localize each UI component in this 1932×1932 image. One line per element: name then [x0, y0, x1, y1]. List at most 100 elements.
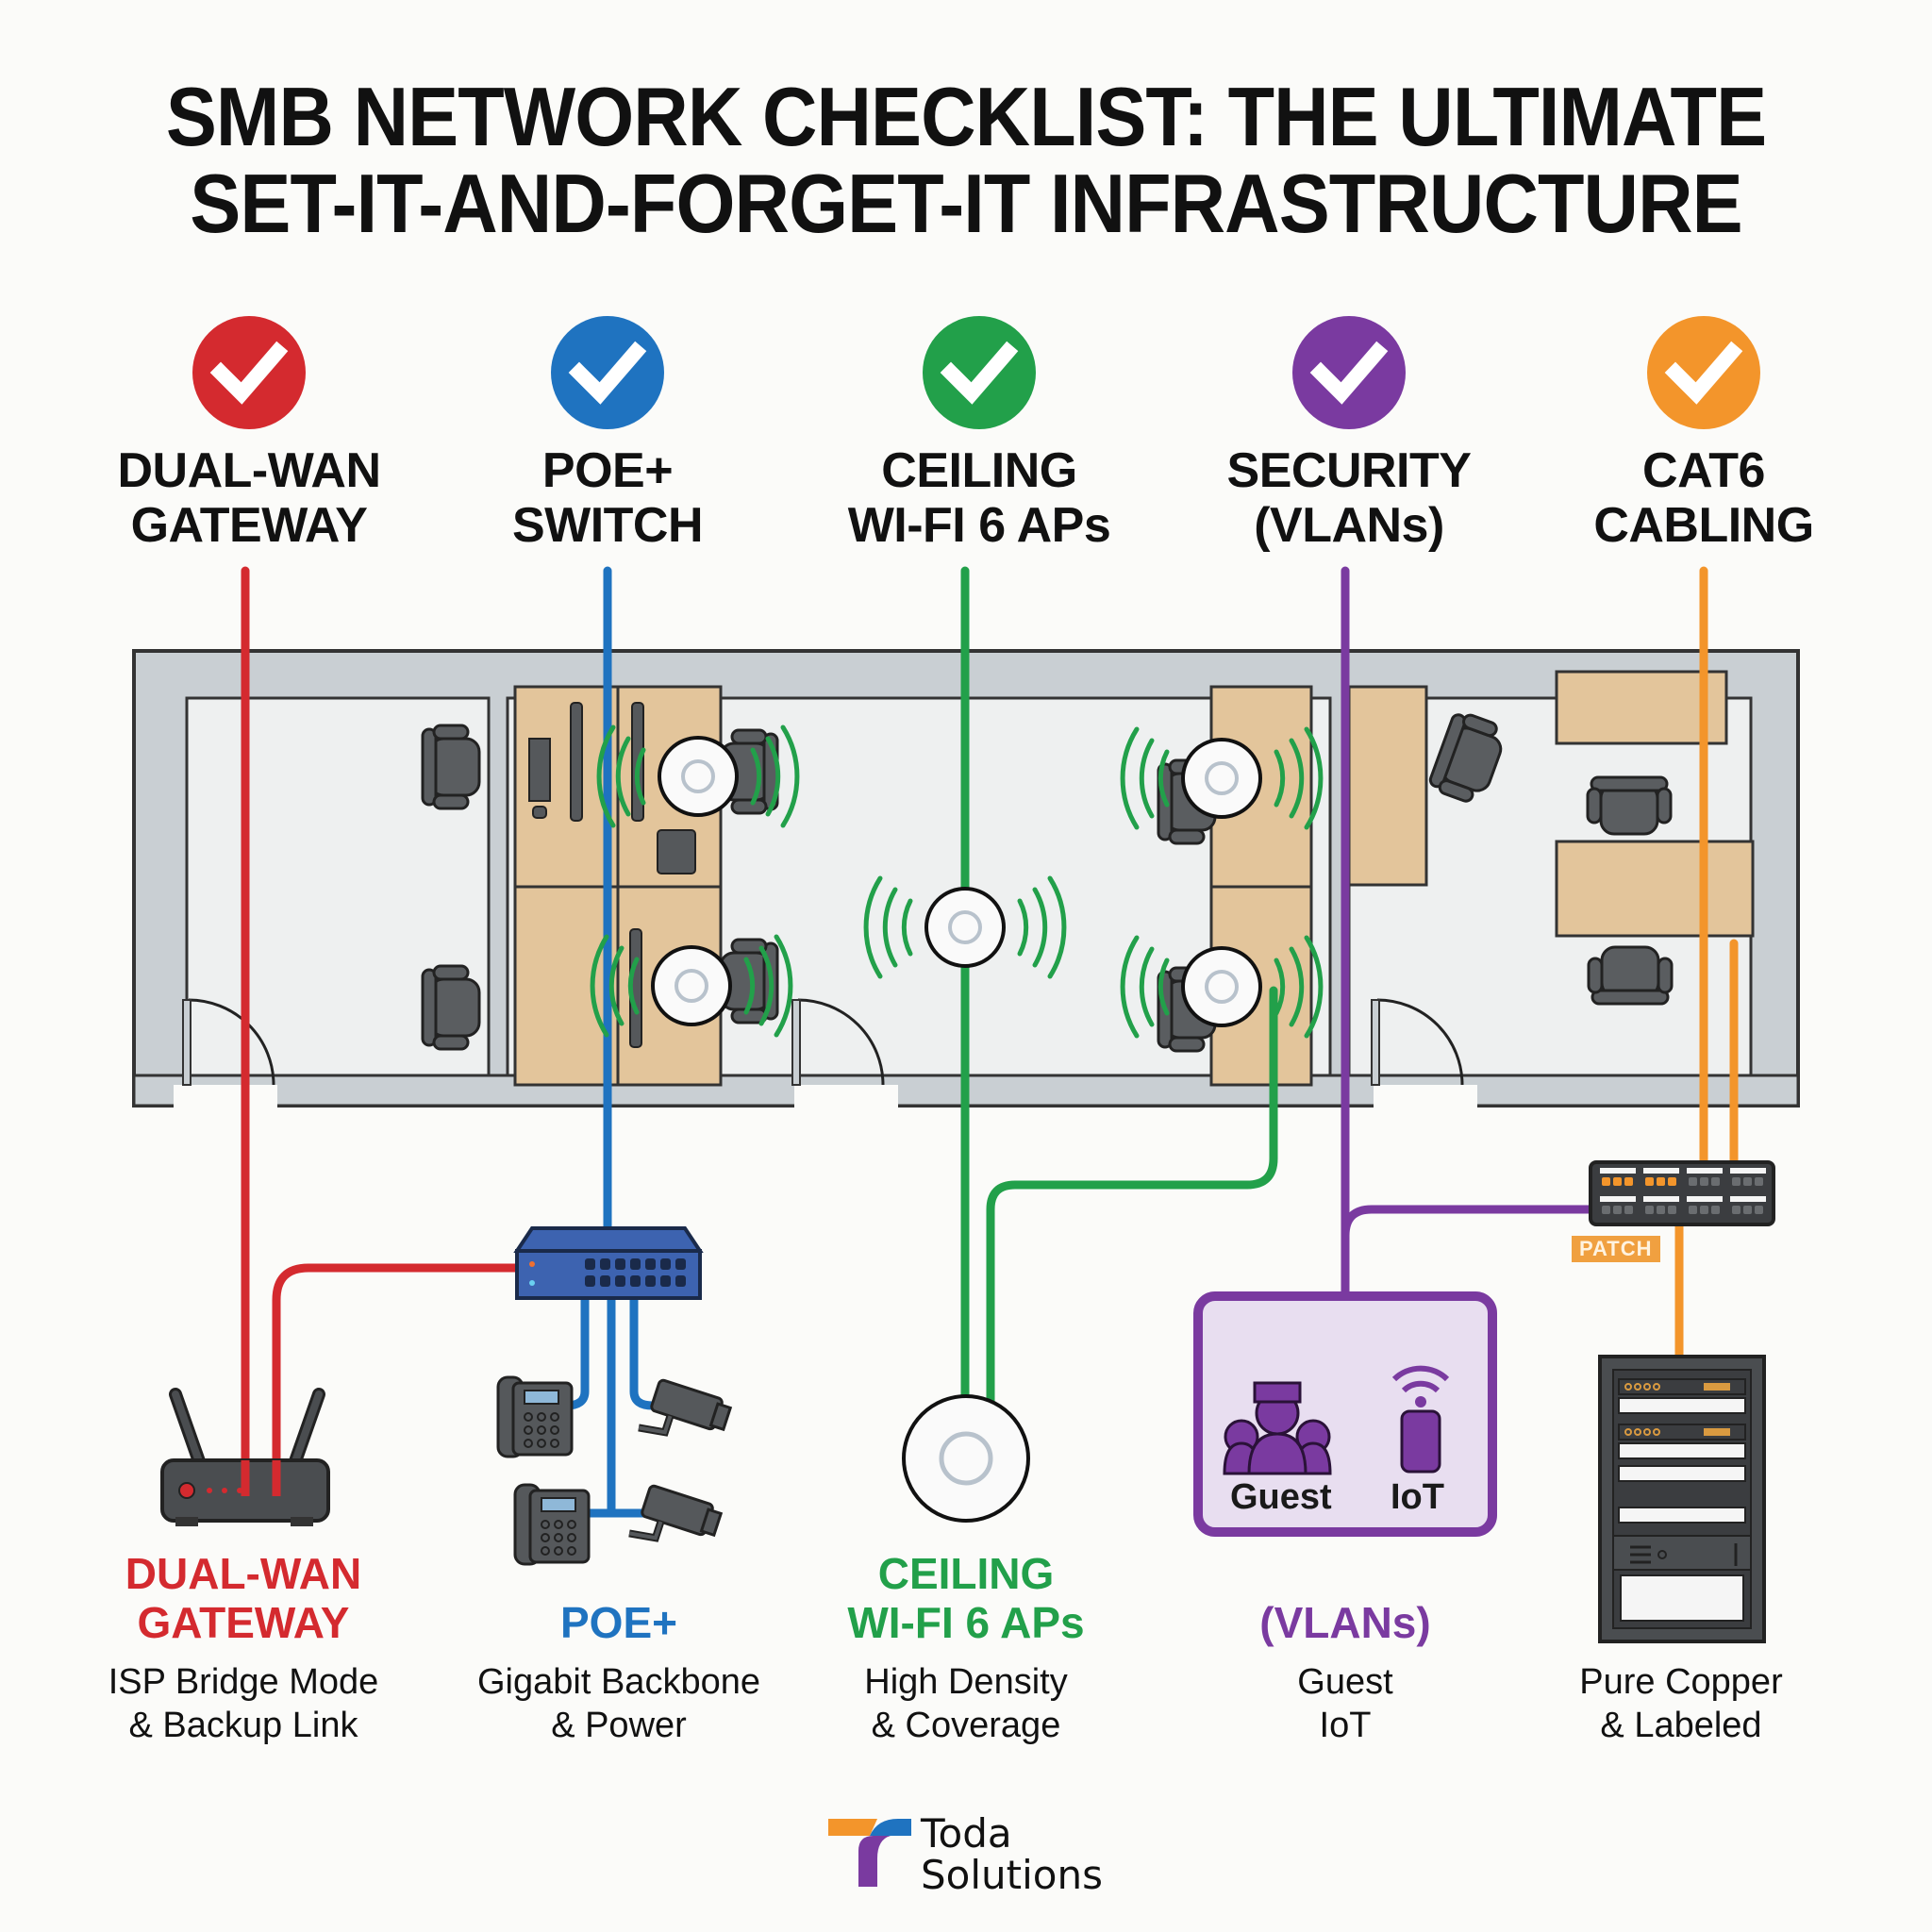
label-line: POE+: [541, 443, 674, 498]
gateway-uplink-cable: [272, 1263, 522, 1500]
label-line: (VLANs): [1254, 498, 1444, 553]
check-icon: [551, 316, 664, 429]
ceiling-ap-icon: [1181, 738, 1262, 819]
rack-unit: [1618, 1465, 1746, 1482]
label-line: CEILING: [881, 443, 1077, 498]
patch-port: [1602, 1177, 1610, 1186]
patch-port: [1700, 1206, 1708, 1214]
office-desk: [1555, 840, 1755, 938]
description-line: Pure Copper: [1579, 1662, 1783, 1702]
brand-name: Toda Solutions: [921, 1813, 1103, 1896]
bottom-title-line: DUAL-WAN: [125, 1549, 362, 1598]
page-title: SMB NETWORK CHECKLIST: THE ULTIMATE SET-…: [77, 74, 1855, 247]
description-line: & Backup Link: [128, 1706, 358, 1745]
bottom-title-line: [1492, 1549, 1870, 1598]
bottom-title-line: WI-FI 6 APs: [847, 1598, 1085, 1647]
check-circle: [1292, 316, 1406, 429]
description-line: High Density: [864, 1662, 1068, 1702]
description-cabling: Pure Copper & Labeled: [1492, 1660, 1870, 1747]
patch-port: [1613, 1177, 1622, 1186]
switch-port: [585, 1258, 595, 1270]
security-camera-icon: [628, 1484, 724, 1542]
patch-port: [1645, 1177, 1654, 1186]
patch-port: [1689, 1177, 1697, 1186]
patch-port: [1700, 1177, 1708, 1186]
switch-port: [615, 1275, 625, 1287]
checklist-label-security: SECURITY(VLANs): [1179, 443, 1519, 553]
checkmark: [1309, 341, 1389, 405]
label-line: DUAL-WAN: [117, 443, 381, 498]
bottom-title-line: [430, 1549, 808, 1598]
description-line: ISP Bridge Mode: [108, 1662, 379, 1702]
patch-port: [1624, 1206, 1633, 1214]
label-line: GATEWAY: [130, 498, 368, 553]
bottom-title-line: [1492, 1598, 1870, 1647]
check-icon: [1647, 316, 1760, 429]
switch-port: [645, 1275, 656, 1287]
patch-port: [1624, 1177, 1633, 1186]
patch-port: [1732, 1206, 1740, 1214]
power-led: [178, 1482, 195, 1499]
router-icon: [160, 1388, 330, 1526]
check-circle: [1647, 316, 1760, 429]
check-circle: [192, 316, 306, 429]
bottom-title-security: (VLANs): [1157, 1549, 1534, 1647]
door-arc: [1376, 998, 1464, 1086]
switch-port: [660, 1258, 671, 1270]
title-line-1: SMB NETWORK CHECKLIST: THE ULTIMATE: [165, 70, 1767, 163]
patch-port: [1711, 1206, 1720, 1214]
label-line: CABLING: [1593, 498, 1814, 553]
voip-phone-icon: [496, 1375, 574, 1458]
ceiling-ap-icon: [658, 736, 739, 817]
switch-port: [600, 1258, 610, 1270]
guest-users-icon: [1223, 1381, 1332, 1475]
bottom-title-line: [1157, 1549, 1534, 1598]
switch-port: [675, 1258, 686, 1270]
switch-port: [630, 1258, 641, 1270]
checkmark: [209, 341, 289, 405]
patch-port: [1657, 1206, 1665, 1214]
checkmark: [568, 341, 647, 405]
patch-port: [1689, 1206, 1697, 1214]
checkmark: [1664, 341, 1743, 405]
patch-port: [1668, 1177, 1676, 1186]
check-icon: [192, 316, 306, 429]
rack-unit: [1618, 1507, 1746, 1524]
description-line: IoT: [1319, 1706, 1372, 1745]
title-line-2: SET-IT-AND-FORGET-IT INFRASTRUCTURE: [190, 157, 1742, 250]
patch-panel-icon: [1589, 1160, 1775, 1226]
ceiling-ap-icon: [924, 887, 1006, 968]
desk-phone: [657, 829, 696, 874]
description-line: & Labeled: [1600, 1706, 1762, 1745]
patch-port: [1732, 1177, 1740, 1186]
patch-port: [1711, 1177, 1720, 1186]
patch-port: [1668, 1206, 1676, 1214]
label-line: WI-FI 6 APs: [847, 498, 1111, 553]
bottom-title-line: (VLANs): [1259, 1598, 1431, 1647]
monitor: [570, 702, 583, 822]
bottom-title-switch: POE+: [430, 1549, 808, 1647]
bottom-title-line: POE+: [559, 1598, 677, 1647]
description-line: Gigabit Backbone: [477, 1662, 760, 1702]
bottom-title-cabling: [1492, 1549, 1870, 1647]
iot-device-icon: [1391, 1365, 1450, 1474]
server-rack-icon: [1598, 1355, 1766, 1643]
ceiling-ap-icon: [651, 945, 732, 1026]
patch-port: [1613, 1206, 1622, 1214]
door-gap-3: [1374, 1085, 1477, 1109]
brand-line-2: Solutions: [921, 1852, 1103, 1898]
voip-phone-icon: [513, 1483, 591, 1566]
switch-port: [600, 1275, 610, 1287]
vlan-patch-cable: [1341, 1205, 1595, 1241]
patch-panel-label: PATCH: [1572, 1236, 1660, 1262]
bottom-title-line: GATEWAY: [137, 1598, 350, 1647]
ceiling-ap-icon: [1181, 946, 1262, 1027]
credenza: [1555, 670, 1728, 745]
brand-logo-icon: [828, 1819, 911, 1887]
